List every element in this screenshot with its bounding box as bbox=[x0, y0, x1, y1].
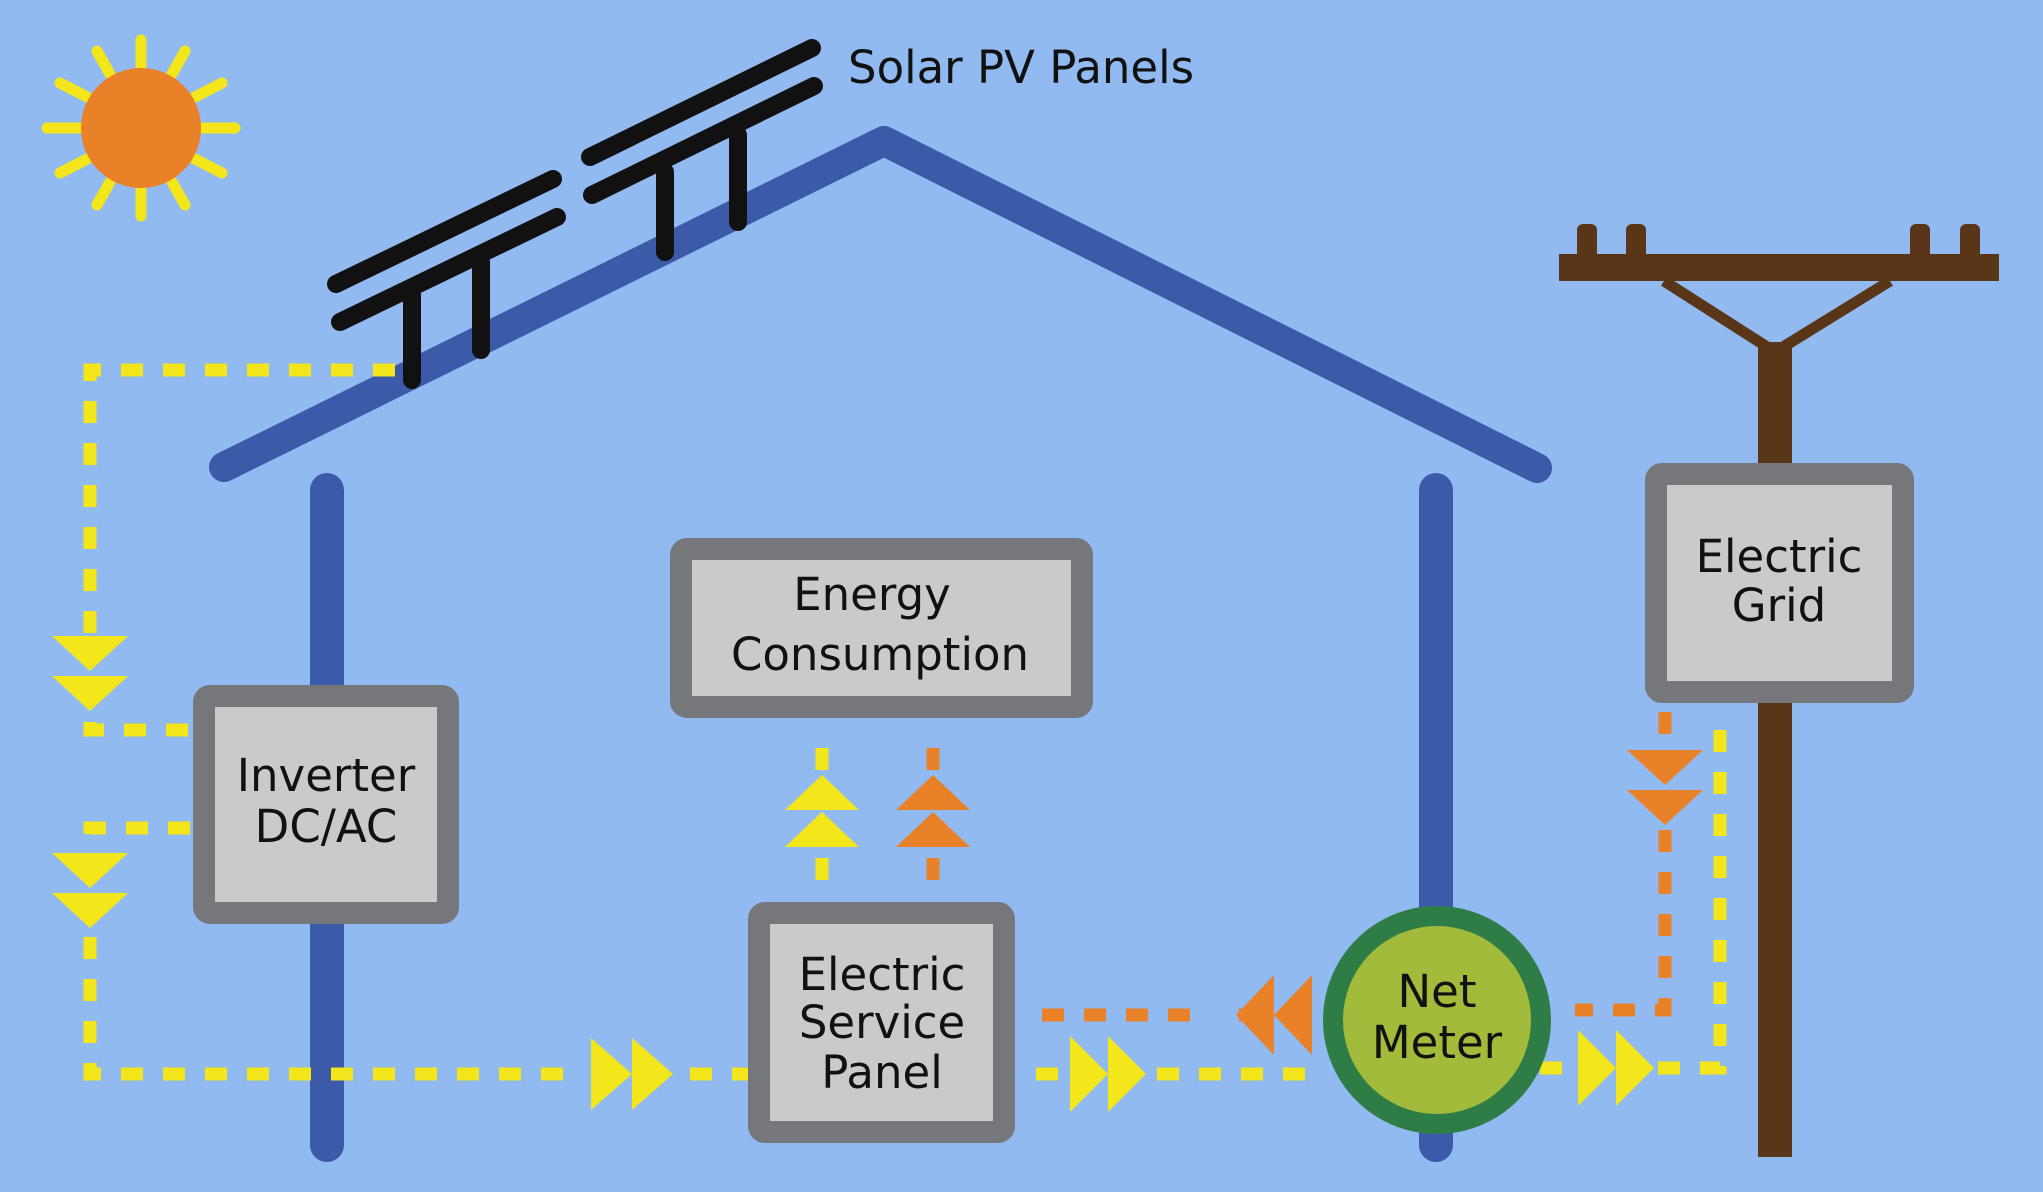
flow-arrow-icon bbox=[632, 1038, 673, 1110]
grid-flow-lines bbox=[926, 712, 1672, 1022]
flow-arrow-icon bbox=[52, 893, 128, 928]
net-meter-label-line1: Net bbox=[1398, 965, 1477, 1018]
flow-arrow-icon bbox=[785, 812, 859, 847]
flow-arrow-icon bbox=[896, 812, 970, 847]
flow-arrow-icon bbox=[52, 636, 128, 671]
flow-arrow-icon bbox=[1627, 750, 1703, 785]
electric-grid-label-line2: Grid bbox=[1732, 579, 1826, 632]
inverter-box: Inverter DC/AC bbox=[193, 685, 459, 924]
flow-arrow-icon bbox=[1616, 1030, 1654, 1106]
flow-arrow-icon bbox=[1627, 790, 1703, 825]
net-meter-label-line2: Meter bbox=[1372, 1016, 1503, 1069]
solar-panels-label: Solar PV Panels bbox=[848, 41, 1194, 94]
electric-grid-label-line1: Electric bbox=[1696, 530, 1863, 583]
inverter-label-line2: DC/AC bbox=[255, 800, 398, 853]
flow-arrow-icon bbox=[1236, 975, 1274, 1055]
solar-panel-icon bbox=[327, 39, 823, 389]
service-panel-label-line1: Electric bbox=[799, 948, 966, 1001]
flow-arrow-icon bbox=[1108, 1036, 1146, 1112]
flow-arrow-icon bbox=[1578, 1030, 1616, 1106]
flow-arrow-icon bbox=[52, 853, 128, 888]
inverter-label-line1: Inverter bbox=[237, 749, 416, 802]
energy-consumption-label-line2: Consumption bbox=[731, 628, 1029, 681]
service-panel-label-line2: Service bbox=[799, 996, 965, 1049]
sun-icon bbox=[41, 34, 241, 222]
net-meter: Net Meter bbox=[1323, 906, 1551, 1134]
energy-consumption-label-line1: Energy bbox=[793, 568, 951, 621]
flow-arrow-icon bbox=[591, 1038, 632, 1110]
flow-arrow-icon bbox=[1070, 1036, 1108, 1112]
flow-arrow-icon bbox=[1274, 975, 1312, 1055]
electric-grid-box: Electric Grid bbox=[1645, 463, 1914, 703]
flow-arrow-icon bbox=[785, 775, 859, 810]
energy-consumption-box: Energy Consumption bbox=[670, 538, 1093, 718]
service-panel-label-line3: Panel bbox=[821, 1046, 942, 1099]
utility-pole-icon bbox=[1559, 224, 1999, 1157]
flow-arrow-icon bbox=[896, 775, 970, 810]
flow-arrow-icon bbox=[52, 676, 128, 711]
solar-flow-arrows bbox=[52, 636, 1654, 1112]
service-panel-box: Electric Service Panel bbox=[748, 902, 1015, 1143]
grid-flow-arrows bbox=[896, 750, 1703, 1055]
